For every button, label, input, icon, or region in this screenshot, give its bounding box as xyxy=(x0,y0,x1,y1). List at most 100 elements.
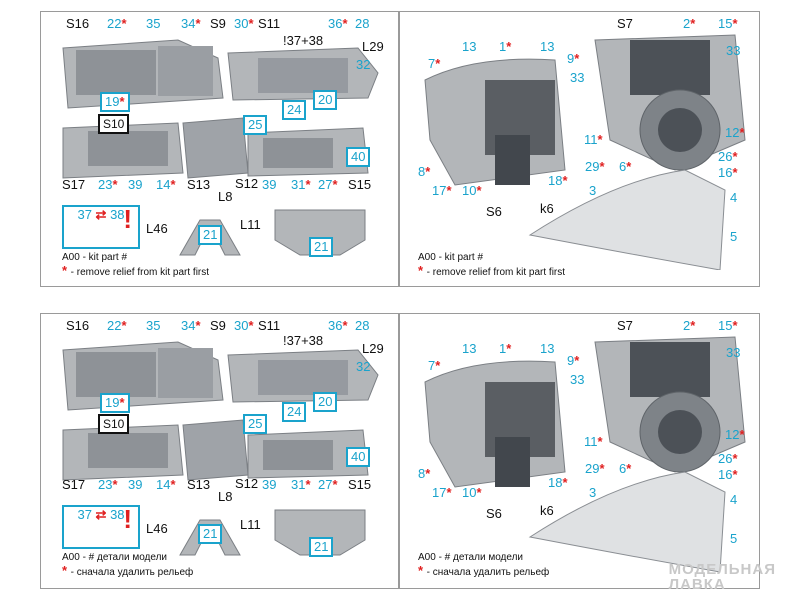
part-label: 22* xyxy=(107,17,127,31)
part-callout-box: 25 xyxy=(243,414,268,434)
legend-text: - сначала удалить рельеф xyxy=(426,567,550,578)
relief-star: * xyxy=(506,341,512,356)
parts-37-38-inset: 37 ⇄ 38! xyxy=(62,505,140,549)
part-number: 24 xyxy=(287,102,302,117)
part-number: 30 xyxy=(234,16,249,31)
part-label: S6 xyxy=(486,507,502,521)
legend: A00 - kit part #* - remove relief from k… xyxy=(62,252,209,278)
part-number: 21 xyxy=(314,239,329,254)
part-number: S16 xyxy=(66,16,90,31)
part-label: 14* xyxy=(156,178,176,192)
part-number: 26 xyxy=(718,149,733,164)
part-number: 15 xyxy=(718,16,733,31)
relief-star: * xyxy=(446,183,452,198)
part-callout-box: 20 xyxy=(313,392,338,412)
part-number: 33 xyxy=(726,345,741,360)
part-label: S13 xyxy=(187,478,210,492)
legend-kit-part: A00 - kit part # xyxy=(62,252,128,263)
part-callout-box: 21 xyxy=(198,524,223,544)
relief-star: * xyxy=(476,183,482,198)
part-label: 36* xyxy=(328,17,348,31)
part-number: L8 xyxy=(218,189,233,204)
part-label: 23* xyxy=(98,478,118,492)
relief-star: * xyxy=(626,159,632,174)
part-label: S11 xyxy=(258,17,280,31)
part-number: 13 xyxy=(462,39,477,54)
part-label: 36* xyxy=(328,319,348,333)
part-number: L46 xyxy=(146,221,168,236)
part-label: 27* xyxy=(318,478,338,492)
relief-star: * xyxy=(305,177,311,192)
relief-star: * xyxy=(121,16,127,31)
warning-exclamation-icon: ! xyxy=(123,504,132,534)
part-number: S13 xyxy=(187,477,211,492)
part-number: 34 xyxy=(181,318,196,333)
relief-star: * xyxy=(732,165,738,180)
part-number: 36 xyxy=(328,318,343,333)
part-label: 23* xyxy=(98,178,118,192)
part-number: 3 xyxy=(589,485,597,500)
part-number: 12 xyxy=(725,125,740,140)
legend-kit-part: A00 - # детали модели xyxy=(62,552,168,563)
part-number: 30 xyxy=(234,318,249,333)
part-number: 13 xyxy=(540,39,555,54)
part-label: 28 xyxy=(355,17,369,31)
part-label: 30* xyxy=(234,17,254,31)
part-label: 15* xyxy=(718,17,738,31)
part-label: S15 xyxy=(348,178,371,192)
relief-star: * xyxy=(739,427,745,442)
part-label: 6* xyxy=(619,160,631,174)
part-number: 33 xyxy=(570,70,585,85)
legend-text: - сначала удалить рельеф xyxy=(70,567,194,578)
part-number: 39 xyxy=(128,177,143,192)
part-number: S6 xyxy=(486,204,502,219)
legend-remove-relief: * - remove relief from kit part first xyxy=(62,263,209,278)
part-number: !37+38 xyxy=(283,33,324,48)
relief-star: * xyxy=(248,16,254,31)
part-number: 27 xyxy=(318,477,333,492)
part-number: 39 xyxy=(128,477,143,492)
relief-star: * xyxy=(418,563,427,578)
part-number: 2 xyxy=(683,318,691,333)
side-console-lower xyxy=(62,419,369,481)
part-label: 7* xyxy=(428,57,440,71)
part-number: 39 xyxy=(262,477,277,492)
part-number: 33 xyxy=(726,43,741,58)
part-label: S17 xyxy=(62,178,85,192)
part-label: 27* xyxy=(318,178,338,192)
relief-star: * xyxy=(446,485,452,500)
part-number: 26 xyxy=(718,451,733,466)
legend-text: - remove relief from kit part first xyxy=(426,267,566,278)
part-number: 17 xyxy=(432,183,447,198)
relief-star: * xyxy=(62,263,71,278)
main-panel xyxy=(594,336,746,473)
relief-star: * xyxy=(332,177,338,192)
part-label: 34* xyxy=(181,17,201,31)
part-number: 27 xyxy=(318,177,333,192)
part-number: 28 xyxy=(355,318,370,333)
part-label: 12* xyxy=(725,428,745,442)
relief-star: * xyxy=(425,164,431,179)
watermark-logo: МОДЕЛЬНАЯ ЛАВКА xyxy=(669,562,776,592)
part-label: 3 xyxy=(589,184,596,198)
relief-star: * xyxy=(119,94,125,109)
part-label: L29 xyxy=(362,342,384,356)
part-label: L29 xyxy=(362,40,384,54)
part-label: 15* xyxy=(718,319,738,333)
part-label: 10* xyxy=(462,486,482,500)
part-number: 10 xyxy=(462,183,477,198)
part-number: 39 xyxy=(262,177,277,192)
part-label: 2* xyxy=(683,17,695,31)
part-callout-box: 21 xyxy=(309,537,334,557)
part-number: S16 xyxy=(66,318,90,333)
part-number: 2 xyxy=(683,16,691,31)
part-number: 12 xyxy=(725,427,740,442)
part-l46-drawing xyxy=(179,219,241,256)
part-number: 36 xyxy=(328,16,343,31)
cockpit-right-drawing-bottom xyxy=(424,336,746,572)
part-label: 39 xyxy=(262,478,276,492)
part-number: S17 xyxy=(62,177,86,192)
side-console-lower xyxy=(62,117,369,179)
parts-37-38-inset: 37 ⇄ 38! xyxy=(62,205,140,249)
relief-star: * xyxy=(599,159,605,174)
